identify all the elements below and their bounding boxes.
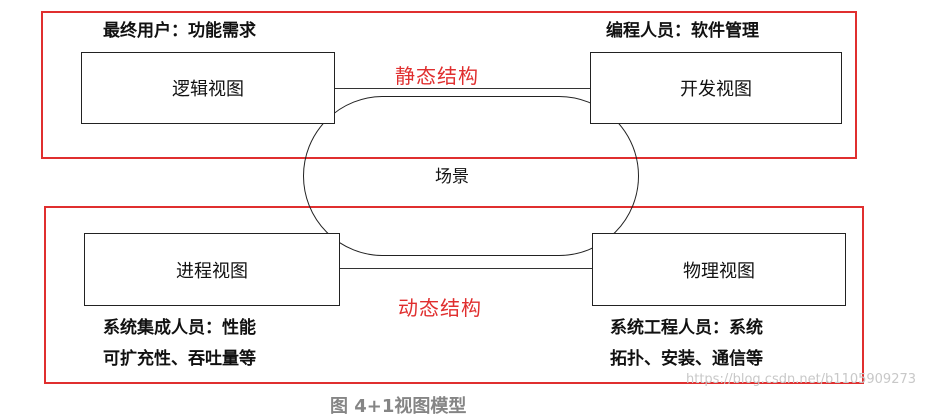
process-physical-connector [340,268,592,269]
process-view-label: 进程视图 [176,260,248,282]
static-structure-label: 静态结构 [395,64,479,88]
integrator-note-line1: 系统集成人员：性能 [103,318,256,338]
engineer-note-line1: 系统工程人员：系统 [610,318,763,338]
logical-view-label: 逻辑视图 [172,79,244,100]
logical-development-connector [335,88,590,89]
engineer-note: 系统工程人员：系统 拓扑、安装、通信等 [610,313,763,375]
integrator-note: 系统集成人员：性能 可扩充性、吞吐量等 [103,313,256,375]
architecture-diagram: 静态结构 动态结构 最终用户：功能需求 编程人员：软件管理 场景 逻辑视图 开发… [41,11,917,417]
physical-view-label: 物理视图 [683,260,755,282]
engineer-note-line2: 拓扑、安装、通信等 [610,349,763,369]
scenario-ellipse [303,96,639,256]
watermark-url: https://blog.csdn.net/b1105909273 [686,372,917,387]
programmer-note: 编程人员：软件管理 [606,21,759,41]
physical-view-box: 物理视图 [592,233,846,306]
static-structure-region [41,11,857,159]
logical-view-box: 逻辑视图 [81,52,335,124]
figure-caption: 图 4+1视图模型 [330,396,467,417]
development-view-box: 开发视图 [590,52,842,124]
scenario-label: 场景 [435,167,469,187]
development-view-label: 开发视图 [680,79,752,100]
dynamic-structure-label: 动态结构 [398,296,482,320]
end-user-note: 最终用户：功能需求 [103,21,256,41]
integrator-note-line2: 可扩充性、吞吐量等 [103,349,256,369]
process-view-box: 进程视图 [84,233,340,306]
dynamic-structure-region [44,206,864,384]
